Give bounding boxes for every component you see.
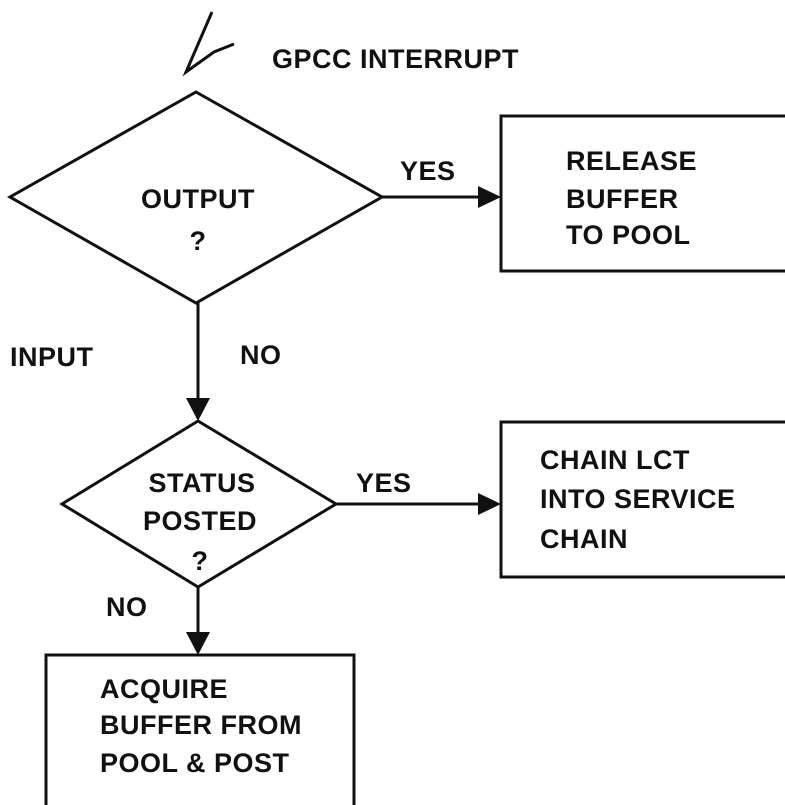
acquire-box-line2: BUFFER FROM [100,710,302,740]
output-decision-diamond [6,90,386,305]
output-yes-arrowhead [478,186,501,208]
status-yes-label: YES [356,468,412,498]
status-no-arrowhead [186,632,210,655]
chain-box-line2: INTO SERVICE [540,484,736,514]
acquire-box-line3: POOL & POST [100,748,290,778]
release-buffer-box [499,114,785,273]
output-no-arrowhead [186,398,210,421]
status-decision-line1: STATUS [149,468,256,498]
output-yes-label: YES [400,156,456,186]
status-yes-arrowhead [478,493,501,515]
status-no-label: NO [106,592,148,622]
output-no-label: NO [240,340,282,370]
chain-box-line1: CHAIN LCT [540,445,690,475]
acquire-box-line1: ACQUIRE [100,674,228,704]
output-decision-question: ? [190,226,207,256]
interrupt-label: GPCC INTERRUPT [272,44,519,74]
release-box-line2: BUFFER [566,184,679,214]
status-decision-question: ? [192,546,209,576]
chain-lct-box [499,420,785,579]
output-decision-label: OUTPUT [141,184,255,214]
release-box-line3: TO POOL [566,220,691,250]
status-decision-line2: POSTED [143,506,257,536]
input-side-label: INPUT [10,342,94,372]
acquire-buffer-box [44,653,356,805]
lightning-bolt-icon [182,11,235,77]
chain-box-line3: CHAIN [540,524,628,554]
release-box-line1: RELEASE [566,146,697,176]
